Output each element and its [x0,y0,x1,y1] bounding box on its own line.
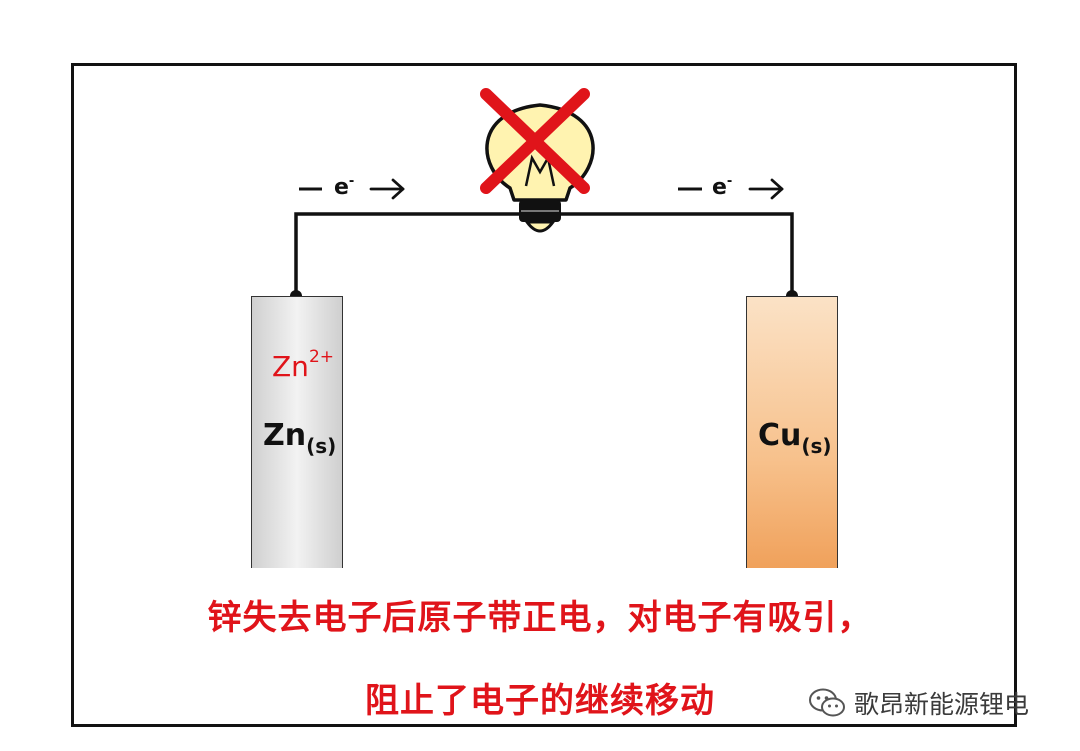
ion-symbol: Zn [272,350,309,383]
electron-symbol: e [712,175,727,200]
wire-left [294,212,520,296]
copper-electrode-label: Cu(s) [758,418,832,458]
caption-line-2: 阻止了电子的继续移动 [365,681,715,721]
cross-icon [480,88,590,194]
wechat-icon [809,688,845,717]
arrow-right-icon [748,178,784,200]
watermark: 歌昂新能源锂电 [808,686,1029,720]
electron-charge: - [726,174,733,189]
ion-charge: 2+ [308,347,334,367]
copper-state: (s) [801,434,832,458]
watermark-text: 歌昂新能源锂电 [854,690,1030,719]
zinc-ion-label: Zn2+ [272,347,334,383]
electron-symbol: e [334,175,349,200]
zinc-symbol: Zn [263,418,307,453]
arrow-right-icon [369,178,405,200]
wire-right [560,212,794,296]
electron-label-right: e- [712,174,733,200]
copper-electrode [746,296,838,568]
copper-symbol: Cu [758,418,802,453]
zinc-electrode [251,296,343,568]
zinc-state: (s) [306,434,337,458]
electron-label-left: e- [334,174,355,200]
caption-line-1: 锌失去电子后原子带正电，对电子有吸引， [207,598,873,638]
zinc-electrode-label: Zn(s) [263,418,336,458]
diagram-frame [71,63,1017,727]
electron-charge: - [348,174,355,189]
